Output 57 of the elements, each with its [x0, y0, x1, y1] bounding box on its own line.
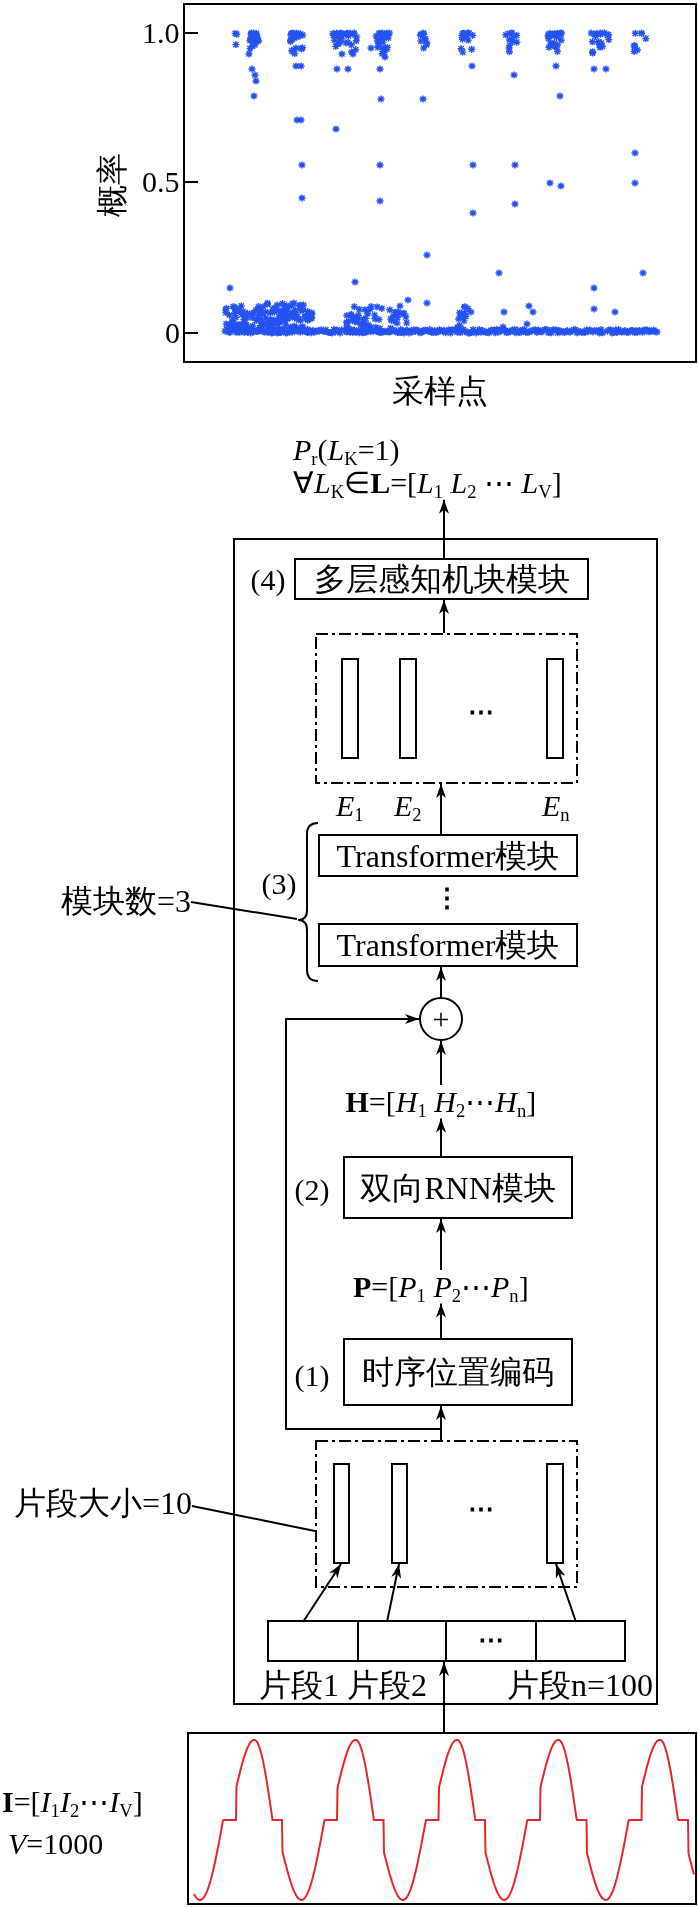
vector-label: E$_{2}$	[394, 789, 422, 823]
tick-label: 1.0	[142, 16, 180, 50]
arrow	[436, 783, 446, 835]
module-box: 多层感知机块模块	[294, 558, 589, 600]
leader-line	[190, 901, 298, 920]
vector-label: E$_{1}$	[336, 789, 364, 823]
curly-brace	[297, 822, 318, 982]
step-number: (1)	[294, 1359, 330, 1393]
arrow	[439, 498, 449, 559]
step-number: (4)	[250, 563, 286, 597]
arrow	[439, 599, 449, 634]
annotation-label: 片段大小=10	[14, 1486, 193, 1522]
segment-group	[315, 1440, 578, 1588]
output-formula: P$_{r}$(L$_{K}$=1) ∀L$_{K}$∈L=[L$_{1}$ L$_{2}$ ⋯ L$_{V}$]	[293, 432, 562, 500]
tick-label: 0	[165, 316, 180, 350]
signal-label: I=[I$_{1}$I$_{2}$⋯I$_{V}$]	[2, 1785, 143, 1819]
segment-label: 片段2	[347, 1668, 427, 1704]
signal-label: V=1000	[8, 1827, 104, 1861]
module-box: Transformer模块	[318, 923, 578, 967]
vector-label: E$_{n}$	[542, 789, 570, 823]
ellipsis: ⋯	[468, 697, 494, 727]
segment-cell: ⋯	[447, 1622, 537, 1660]
leader-line	[191, 1505, 316, 1532]
segment-label: 片段1	[259, 1668, 339, 1704]
sum-junction: +	[419, 997, 463, 1041]
ellipsis: ⋯	[468, 1494, 494, 1524]
arrow	[436, 1117, 446, 1157]
tick-label: 0.5	[142, 165, 180, 199]
arrow	[302, 1563, 342, 1623]
vector-bar	[391, 1463, 408, 1564]
annotation-label: 模块数=3	[61, 884, 192, 920]
module-box: 时序位置编码	[343, 1338, 573, 1406]
axis-title: 采样点	[392, 374, 488, 410]
embedding-group	[315, 633, 578, 784]
arrow	[436, 1040, 446, 1086]
module-box: Transformer模块	[318, 834, 578, 877]
vector-bar	[546, 658, 564, 759]
arrow	[555, 1563, 577, 1623]
ellipsis: ⋮	[434, 883, 460, 913]
arrow	[386, 1563, 402, 1623]
vector-bar	[399, 658, 417, 759]
segment-strip	[267, 1620, 626, 1662]
vector-bar	[546, 1463, 564, 1564]
vector-bar	[341, 658, 359, 759]
formula-text: P=[P$_{1}$ P$_{2}$⋯P$_{n}$]	[353, 1270, 529, 1304]
arrow	[436, 1302, 446, 1339]
vector-bar	[333, 1463, 350, 1564]
segment-label: 片段n=100	[507, 1668, 654, 1704]
arrow	[436, 1218, 446, 1271]
step-number: (2)	[294, 1173, 330, 1207]
arrow	[439, 1661, 449, 1733]
axis-title: 概率	[95, 152, 131, 217]
formula-text: H=[H$_{1}$ H$_{2}$⋯H$_{n}$]	[345, 1085, 537, 1119]
arrow	[436, 966, 446, 998]
module-box: 双向RNN模块	[343, 1156, 573, 1219]
model-frame	[233, 538, 658, 1705]
step-number: (3)	[261, 867, 297, 901]
